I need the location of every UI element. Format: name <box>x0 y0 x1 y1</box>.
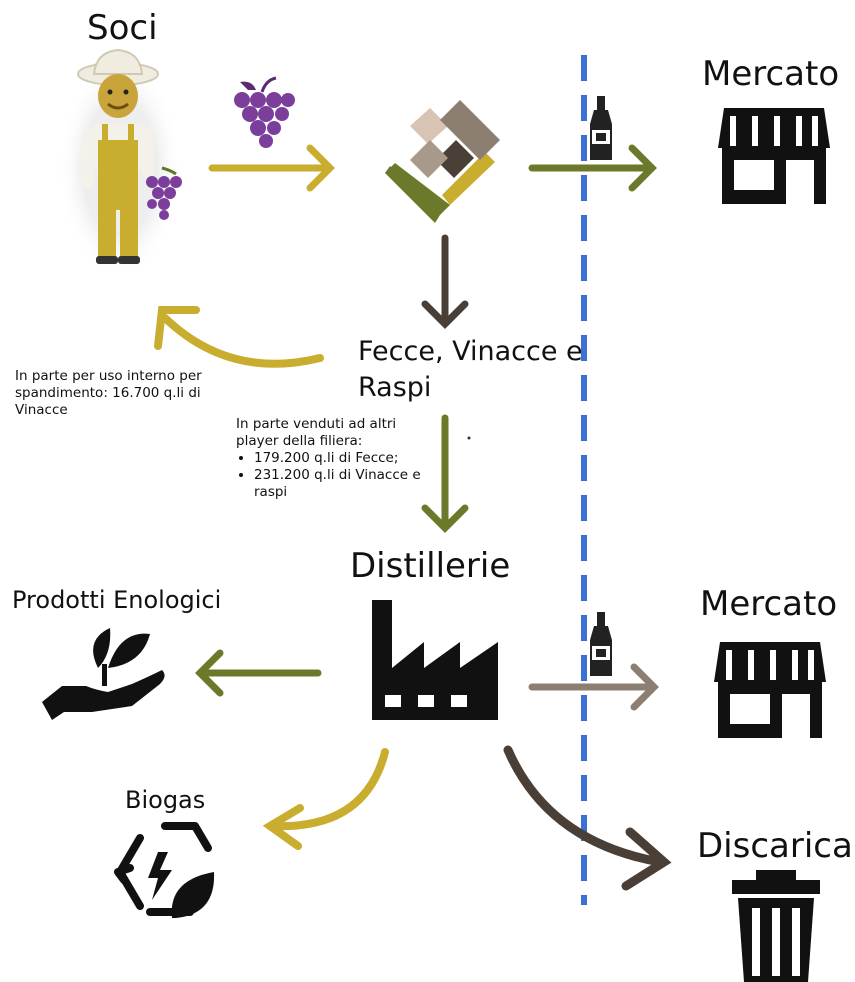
note-sold-list: 179.200 q.li di Fecce; 231.200 q.li di V… <box>236 450 436 501</box>
node-label-market-bottom: Mercato <box>700 584 838 624</box>
arrow-byproducts-to-soci <box>154 306 324 368</box>
arrow-distilleries-to-products <box>195 649 322 697</box>
wine-bottle-icon <box>590 96 612 160</box>
grapes-in-hand-icon <box>146 166 182 220</box>
node-label-oenological-products: Prodotti Enologici <box>12 586 222 614</box>
node-label-biogas: Biogas <box>125 786 206 814</box>
winery-logo-icon <box>385 100 500 223</box>
stray-dot <box>467 436 471 440</box>
farmer-icon <box>58 48 182 280</box>
note-internal-use: In parte per uso interno per spandimento… <box>15 368 202 418</box>
arrow-distilleries-to-biogas <box>262 748 389 850</box>
arrow-winery-to-market <box>528 144 657 192</box>
list-item: 231.200 q.li di Vinacce e raspi <box>254 467 436 501</box>
note-sold-intro: In parte venduti ad altri player della f… <box>236 416 397 449</box>
grapes-icon <box>234 76 295 148</box>
node-label-market-top: Mercato <box>702 54 840 94</box>
wine-bottle-icon <box>590 612 612 676</box>
arrow-distilleries-to-landfill <box>503 745 672 891</box>
arrow-soci-to-winery <box>208 144 335 192</box>
node-label-landfill: Discarica <box>697 826 853 866</box>
recycle-leaf-icon <box>114 822 215 918</box>
node-label-byproducts: Fecce, Vinacce e Raspi <box>358 336 583 403</box>
factory-icon <box>372 600 498 720</box>
shop-icon <box>718 108 830 204</box>
trash-icon <box>732 870 820 982</box>
arrow-winery-to-byproducts <box>421 234 469 329</box>
shop-icon <box>714 642 826 738</box>
arrow-byproducts-to-distilleries <box>421 414 469 533</box>
list-item: 179.200 q.li di Fecce; <box>254 450 436 467</box>
note-sold-to-players: In parte venduti ad altri player della f… <box>236 416 436 501</box>
arrow-distilleries-to-market <box>528 663 659 711</box>
node-label-distilleries: Distillerie <box>350 546 511 586</box>
node-label-soci: Soci <box>87 8 158 48</box>
hand-plant-icon <box>42 628 165 720</box>
